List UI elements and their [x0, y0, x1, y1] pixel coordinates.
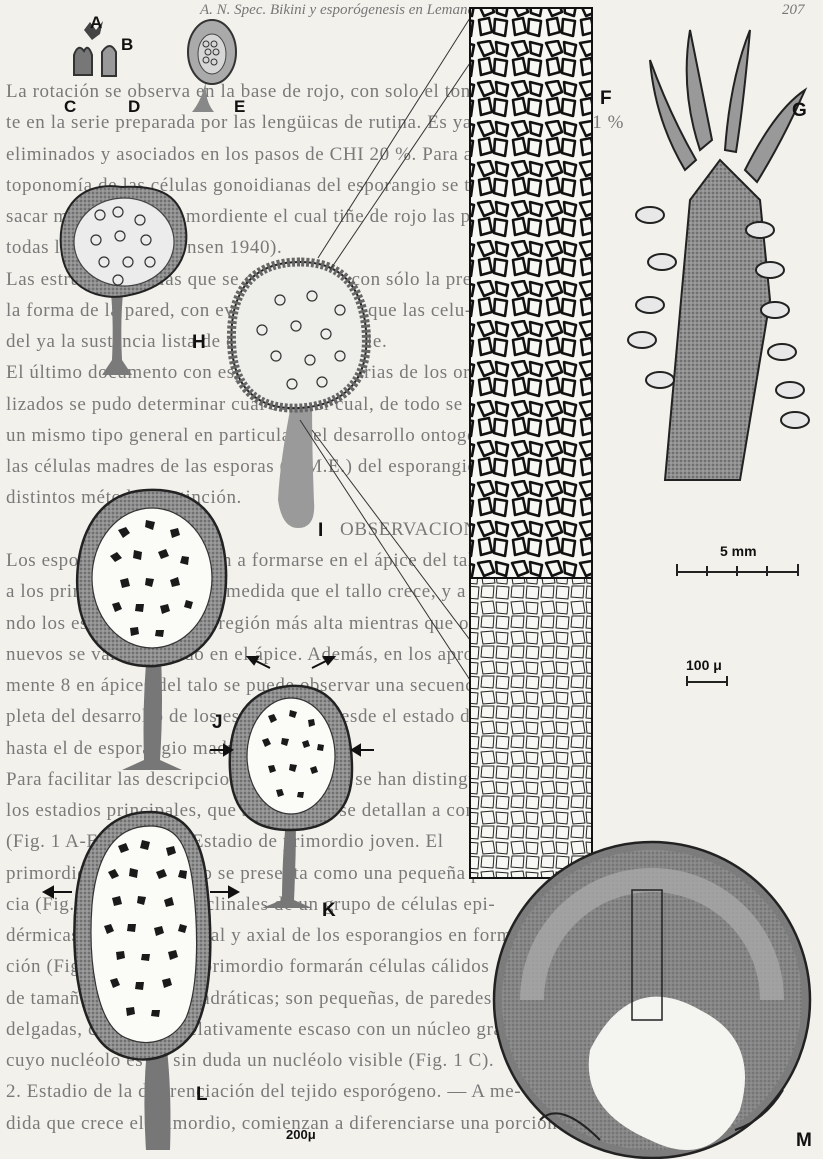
label-H: H: [192, 332, 206, 353]
label-A: A: [90, 13, 102, 32]
label-C: C: [64, 97, 76, 116]
label-B: B: [121, 35, 133, 54]
sporangium-L: [74, 812, 210, 1150]
label-K: K: [322, 900, 336, 921]
label-G: G: [792, 100, 807, 121]
sporangium-J: [77, 490, 226, 770]
label-I: I: [318, 520, 323, 541]
scale-label-5mm: 5 mm: [720, 543, 757, 559]
cross-section-M: [494, 842, 810, 1158]
scale-bar-5mm: [677, 564, 798, 576]
sporangium-K: [230, 686, 352, 908]
sporangium-H: [61, 186, 187, 375]
sporangium-I: [231, 262, 366, 528]
thallus-apex-G: [628, 30, 809, 480]
scale-bar-100: [687, 676, 727, 686]
label-F: F: [600, 88, 612, 109]
label-E: E: [234, 97, 245, 116]
label-M: M: [796, 1130, 812, 1151]
scale-label-100: 100 μ: [686, 657, 722, 673]
tissue-strip-F: [470, 8, 592, 878]
label-L: L: [196, 1084, 208, 1105]
label-J: J: [212, 712, 223, 733]
sporangium-E: [188, 20, 236, 112]
label-D: D: [128, 97, 140, 116]
scale-label-200: 200μ: [286, 1127, 316, 1142]
